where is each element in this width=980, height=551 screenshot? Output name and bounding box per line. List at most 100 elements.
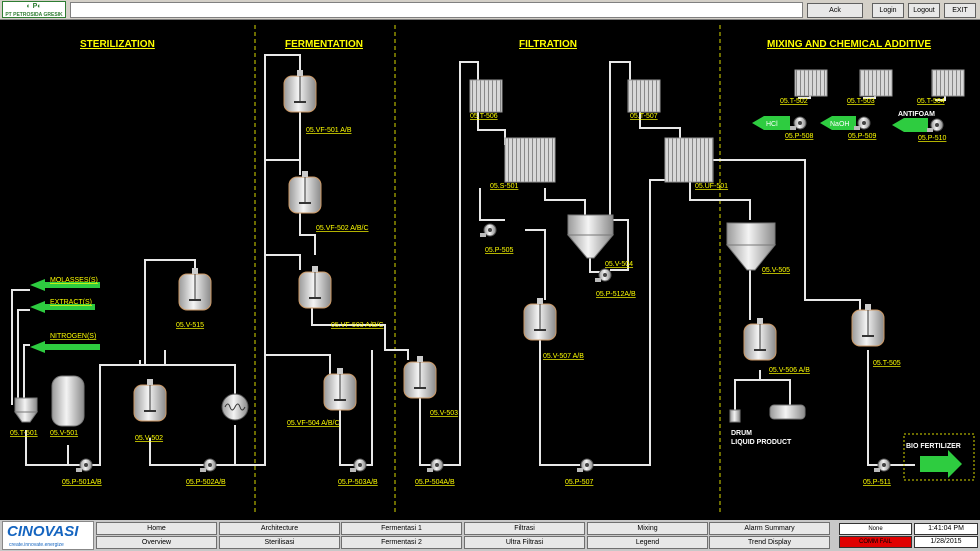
tag-v506: 05.V-506 A/B [769,367,810,374]
login-button[interactable]: Login [872,3,904,18]
extract-inlet-arrow [30,301,45,313]
heat-exchanger[interactable] [221,393,249,421]
molasses-label: MOLASSES(S) [50,277,98,284]
drum-icon [729,404,806,423]
hcl-label: HCl [766,121,778,128]
nav-button-fermentasi-1[interactable]: Fermentasi 1 [341,522,462,535]
tag-v515: 05.V-515 [176,322,204,329]
process-diagram: STERILIZATION FERMENTATION FILTRATION MI… [0,20,980,520]
tag-vf502: 05.VF-502 A/B/C [316,225,369,232]
tank-t503[interactable] [859,69,893,97]
tag-p502: 05.P-502A/B [186,479,226,486]
clock-time: 1:41:04 PM [914,523,978,535]
status-alarm: COMM FAIL [839,536,912,548]
tag-vf501: 05.VF-501 A/B [306,127,352,134]
nav-button-filtrasi[interactable]: Filtrasi [464,522,585,535]
bio-fertilizer-label: BIO FERTILIZER [906,443,961,450]
bio-fertilizer-outlet[interactable] [903,433,975,481]
tag-v503: 05.V-503 [430,410,458,417]
tag-v504: 05.V-504 [605,261,633,268]
nav-button-legend[interactable]: Legend [587,536,708,549]
pump-p505[interactable] [479,223,497,238]
logout-button[interactable]: Logout [908,3,940,18]
tank-t501[interactable] [14,397,38,423]
tag-t507: 05.T-507 [630,113,658,120]
tag-p507: 05.P-507 [565,479,594,486]
tag-t503: 05.T-503 [847,98,875,105]
vessel-v502[interactable] [133,378,167,422]
tag-p512: 05.P-512A/B [596,291,636,298]
liquid-product-label: LIQUID PRODUCT [731,439,792,446]
hcl-arrow [752,116,790,130]
message-box [70,2,803,18]
vessel-v515[interactable] [178,267,212,311]
vessel-t505[interactable] [851,303,885,347]
tag-v501: 05.V-501 [50,430,78,437]
tag-v502: 05.V-502 [135,435,163,442]
nav-button-ultra-filtrasi[interactable]: Ultra Filtrasi [464,536,585,549]
nitrogen-label: NITROGEN(S) [50,333,96,340]
tag-vf504: 05.VF-504 A/B/C [287,420,340,427]
company-logo: ◐ P◐ PT PETROSIDA GRESIK [2,1,66,18]
tag-v505: 05.V-505 [762,267,790,274]
pump-p512[interactable] [594,268,612,283]
tag-p504: 05.P-504A/B [415,479,455,486]
nav-button-fermentasi-2[interactable]: Fermentasi 2 [341,536,462,549]
nav-button-sterilisasi[interactable]: Sterilisasi [219,536,340,549]
tag-p511: 05.P-511 [863,479,891,486]
tag-t505: 05.T-505 [873,360,901,367]
nav-button-overview[interactable]: Overview [96,536,217,549]
pump-p510[interactable] [926,118,944,133]
vessel-v503[interactable] [403,355,437,399]
molasses-inlet-arrow [30,279,45,291]
tag-p503: 05.P-503A/B [338,479,378,486]
tank-t502[interactable] [794,69,828,97]
tank-t506[interactable] [469,79,503,113]
status-none: None [839,523,912,535]
nav-button-alarm-summary[interactable]: Alarm Summary [709,522,830,535]
title-bar: ◐ P◐ PT PETROSIDA GRESIK Ack Login Logou… [0,0,980,20]
vessel-vf504[interactable] [323,367,357,411]
nitrogen-inlet-arrow [30,341,45,353]
nav-button-mixing[interactable]: Mixing [587,522,708,535]
nav-button-architecture[interactable]: Architecture [219,522,340,535]
vessel-v506[interactable] [743,317,777,361]
tag-t501: 05.T-501 [10,430,38,437]
tag-v507: 05.V-507 A/B [543,353,584,360]
tag-t502: 05.T-502 [780,98,808,105]
section-title-fermentation: FERMENTATION [285,39,363,50]
pump-p508[interactable] [789,116,807,131]
tag-t504: 05.T-504 [917,98,945,105]
vessel-vf503[interactable] [298,265,332,309]
extract-label: EXTRACT(S) [50,299,92,306]
antifoam-arrow [892,118,928,132]
ultrafilter-uf501[interactable] [664,137,714,183]
separator-s501[interactable] [504,137,556,183]
section-title-sterilization: STERILIZATION [80,39,155,50]
tag-t506: 05.T-506 [470,113,498,120]
exit-button[interactable]: EXIT [944,3,976,18]
hopper-v505[interactable] [725,222,777,271]
section-title-mixing: MIXING AND CHEMICAL ADDITIVE [767,39,931,50]
tag-vf503: 05.VF-503 A/B/C [331,322,384,329]
hopper-v504[interactable] [566,214,615,259]
section-title-filtration: FILTRATION [519,39,577,50]
tag-p508: 05.P-508 [785,133,814,140]
vessel-v507[interactable] [523,297,557,341]
ack-button[interactable]: Ack [807,3,863,18]
tank-t504[interactable] [931,69,965,97]
vessel-v501[interactable] [51,375,85,427]
tag-uf501: 05.UF-501 [695,183,728,190]
tag-p510: 05.P-510 [918,135,947,142]
naoh-arrow [820,116,856,130]
nav-button-home[interactable]: Home [96,522,217,535]
nav-button-trend-display[interactable]: Trend Display [709,536,830,549]
pump-p509[interactable] [853,116,871,131]
antifoam-label: ANTIFOAM [898,111,935,118]
vessel-vf501[interactable] [283,69,317,113]
tag-s501: 05.S-501 [490,183,519,190]
tank-t507[interactable] [627,79,661,113]
vessel-vf502[interactable] [288,170,322,214]
clock-date: 1/28/2015 [914,536,978,548]
